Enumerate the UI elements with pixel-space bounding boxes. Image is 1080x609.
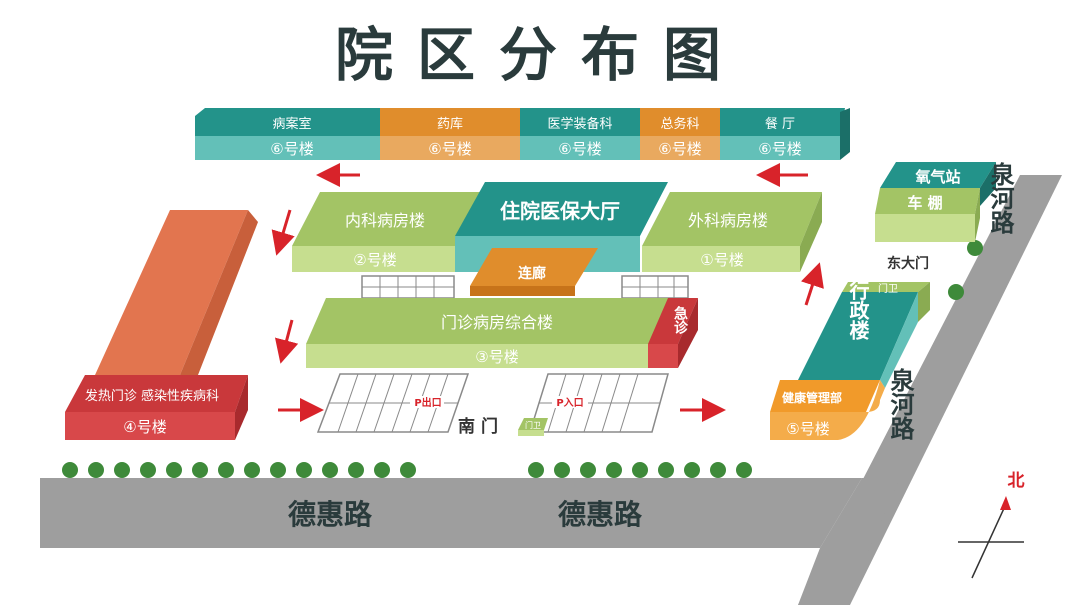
oxygen-label: 氧气站 [914,168,960,186]
surgical-ward-label: 外科病房楼 [688,211,768,230]
admin-number: ⑤号楼 [786,420,829,438]
top-label-1: 药库 [437,116,463,132]
road-label-dehui-2: 德惠路 [558,498,643,531]
parking-strip-east [621,275,689,299]
top-label-0: 病案室 [272,116,311,132]
admin-sub-label: 健康管理部 [782,390,842,405]
top-building-2: ⑥号楼 [558,140,601,158]
south-guard-label: 门卫 [525,420,541,430]
top-building-3: ⑥号楼 [658,140,701,158]
internal-ward-number: ②号楼 [353,251,396,269]
arrow-right-up [801,262,824,306]
parking-lot-east: P入口 [528,373,669,433]
fever-clinic-number: ④号楼 [123,418,166,436]
top-building-4: ⑥号楼 [758,140,801,158]
compass-needle [971,503,1007,579]
corridor-label: 连廊 [518,265,546,282]
garage-label: 车 棚 [907,194,942,212]
road-network [40,175,1062,605]
top-label-3: 总务科 [660,116,699,132]
road-label-quanhe-2: 泉河路 [886,367,914,440]
east-gate-label: 东大门 [887,255,929,272]
parking-strip-west [361,275,455,299]
building-6-row: 病案室 ⑥号楼 药库 ⑥号楼 医学装备科 ⑥号楼 总务科 ⑥号楼 餐 厅 ⑥号楼 [195,108,850,160]
internal-ward-label: 内科病房楼 [345,211,425,230]
compass-north-arrow [1000,496,1011,510]
building-5-admin: 门卫 行政楼 健康管理部 ⑤号楼 [770,279,930,440]
road-label-dehui-1: 德惠路 [288,498,373,531]
top-building-1: ⑥号楼 [428,140,471,158]
map-title: 院区分布图 [334,21,745,89]
parking-exit-label: P出口 [414,396,441,409]
compass: 北 [958,471,1025,579]
inpatient-hall-label: 住院医保大厅 [500,199,620,223]
building-4-fever: 发热门诊 感染性疾病科 ④号楼 [65,210,258,440]
parking-entrance-label: P入口 [556,397,583,409]
building-3-outpatient: 门诊病房综合楼 ③号楼 急诊 [306,298,698,368]
top-building-0: ⑥号楼 [270,140,313,158]
traffic-arrows [271,163,824,422]
tree-east-side [948,240,983,300]
road-corner [798,478,900,605]
parking-lot-west: P出口 [316,373,470,433]
tree-row-west [62,462,416,478]
emergency-label: 急诊 [672,305,688,335]
admin-label: 行政楼 [846,279,870,341]
outpatient-label: 门诊病房综合楼 [441,313,553,332]
fever-clinic-label: 发热门诊 感染性疾病科 [85,388,219,404]
top-label-4: 餐 厅 [765,116,795,132]
arrow-left-upper [271,209,295,256]
road-dehui [40,478,862,548]
admin-gate-label: 门卫 [878,282,898,295]
surgical-ward-number: ①号楼 [700,251,743,269]
arrow-left-lower [274,319,299,364]
inpatient-complex: 内科病房楼 ②号楼 住院医保大厅 外科病房楼 ①号楼 连廊 [292,182,822,296]
compass-north-label: 北 [1008,471,1025,491]
outpatient-number: ③号楼 [475,348,518,366]
road-label-quanhe-1: 泉河路 [986,161,1014,234]
south-gate-label: 南 门 [458,416,498,437]
top-label-2: 医学装备科 [547,116,612,132]
oxygen-garage: 氧气站 车 棚 [875,162,996,242]
south-guard-house: 门卫 [518,418,548,436]
tree-row-east [528,462,752,478]
